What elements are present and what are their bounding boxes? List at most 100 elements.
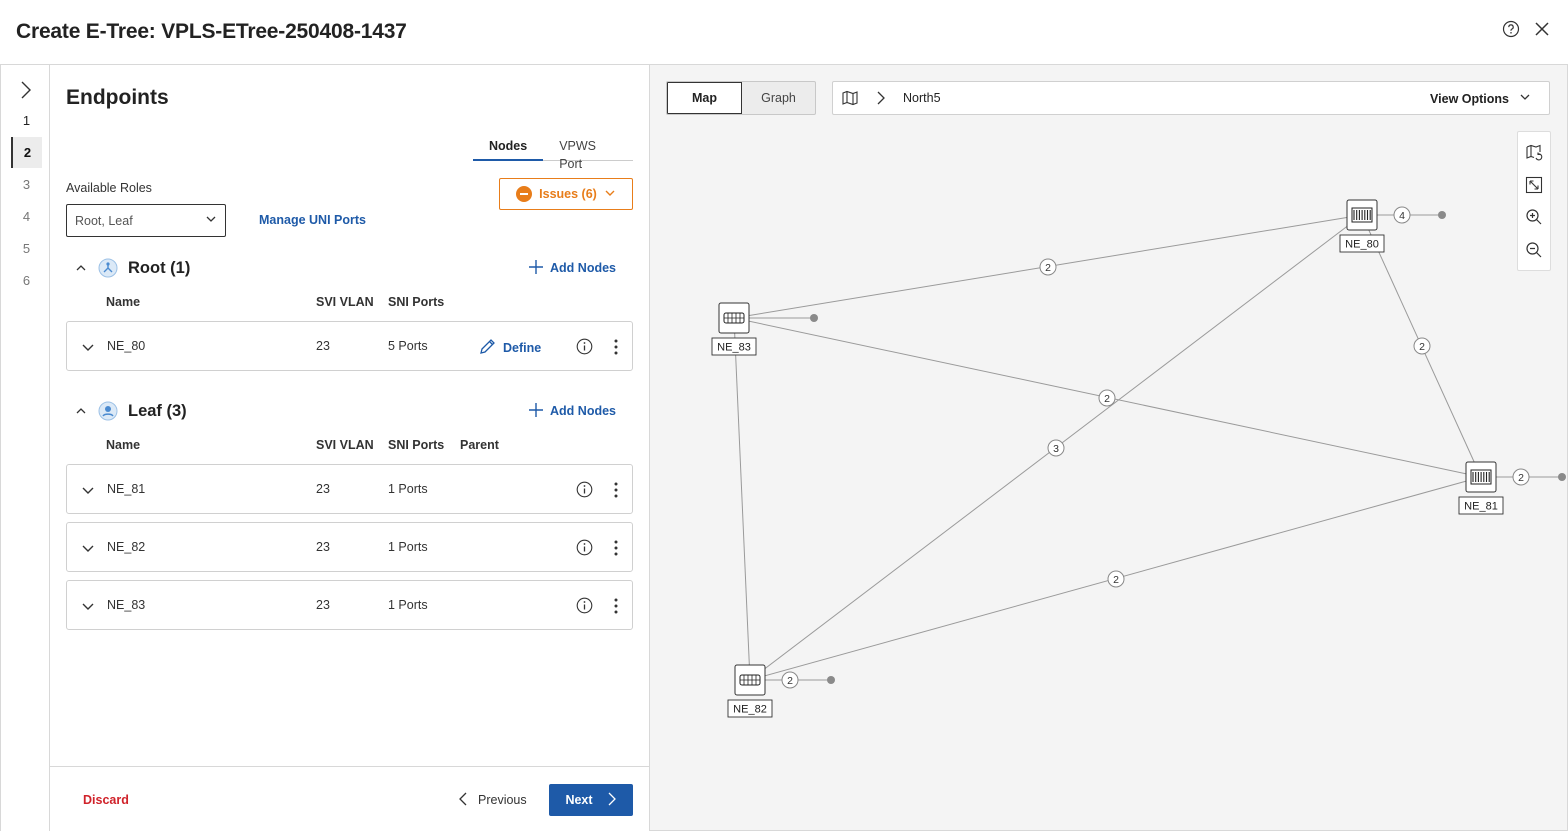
- more-vertical-icon[interactable]: [611, 338, 621, 356]
- expand-stepper-chevron-right-icon[interactable]: [15, 79, 37, 101]
- row-name: NE_80: [107, 339, 146, 353]
- node-label: NE_82: [733, 704, 767, 716]
- expand-chevron-down-icon[interactable]: [81, 599, 95, 613]
- endpoint-dot: [1438, 211, 1446, 219]
- more-vertical-icon[interactable]: [611, 539, 621, 557]
- link-count-circle: [781, 671, 799, 689]
- root-section-header: Root (1) Add Nodes: [74, 258, 616, 278]
- chassis-device-icon: [1470, 469, 1492, 485]
- dialog-title: Create E-Tree: VPLS-ETree-250408-1437: [16, 20, 407, 43]
- link-count-badge[interactable]: 2: [1098, 389, 1116, 407]
- wizard-stepper: 1 2 3 4 5 6: [0, 65, 50, 831]
- network-node-ne-83[interactable]: NE_83: [711, 302, 757, 356]
- info-icon[interactable]: [576, 597, 593, 614]
- router-device-icon: [723, 312, 745, 324]
- row-name: NE_83: [107, 598, 146, 612]
- table-row: NE_82 23 1 Ports: [66, 522, 633, 572]
- row-svi-vlan: 23: [316, 339, 330, 353]
- row-sni-ports: 1 Ports: [388, 482, 428, 496]
- add-nodes-label: Add Nodes: [550, 261, 616, 275]
- map-icon[interactable]: [842, 90, 858, 111]
- root-col-svi-vlan: SVI VLAN: [316, 295, 374, 309]
- expand-chevron-down-icon[interactable]: [81, 541, 95, 555]
- leaf-col-svi-vlan: SVI VLAN: [316, 438, 374, 452]
- breadcrumb-current[interactable]: North5: [903, 91, 941, 105]
- endpoints-tabs: Nodes VPWS Port: [473, 137, 633, 171]
- available-roles-value: Root, Leaf: [75, 213, 133, 228]
- link-count-badge[interactable]: 2: [1107, 570, 1125, 588]
- link-count-label: 2: [1113, 574, 1119, 586]
- plus-icon: [528, 259, 544, 278]
- tab-vpws-port[interactable]: VPWS Port: [559, 139, 597, 171]
- zoom-out-icon[interactable]: [1525, 241, 1543, 259]
- previous-button[interactable]: Previous: [450, 784, 535, 816]
- define-label: Define: [503, 341, 542, 355]
- row-sni-ports: 1 Ports: [388, 540, 428, 554]
- more-vertical-icon[interactable]: [611, 481, 621, 499]
- previous-label: Previous: [478, 793, 527, 807]
- collapse-chevron-up-icon[interactable]: [74, 261, 88, 275]
- network-node-ne-80[interactable]: NE_80: [1339, 199, 1385, 253]
- fit-to-screen-icon[interactable]: [1525, 176, 1543, 194]
- step-2[interactable]: 2: [11, 137, 42, 168]
- link-count-circle: [1047, 439, 1065, 457]
- available-roles-select[interactable]: Root, Leaf: [66, 204, 226, 237]
- more-vertical-icon[interactable]: [611, 597, 621, 615]
- endpoints-heading: Endpoints: [66, 86, 169, 109]
- network-node-ne-82[interactable]: NE_82: [727, 664, 773, 718]
- node-label-box: [711, 337, 757, 356]
- link-count-circle: [1413, 337, 1431, 355]
- link-count-badge[interactable]: 2: [1039, 258, 1057, 276]
- tab-nodes[interactable]: Nodes: [473, 137, 544, 161]
- network-node-ne-81[interactable]: NE_81: [1458, 461, 1504, 515]
- map-view-button[interactable]: Map: [667, 82, 742, 114]
- link-count-badge[interactable]: 3: [1047, 439, 1065, 457]
- step-5[interactable]: 5: [22, 241, 31, 256]
- leaf-section-header: Leaf (3) Add Nodes: [74, 401, 616, 421]
- step-3[interactable]: 3: [22, 177, 31, 192]
- stub-count-badge[interactable]: 2: [781, 671, 799, 689]
- next-button[interactable]: Next: [549, 784, 633, 816]
- root-section-title: Root (1): [128, 258, 191, 277]
- info-icon[interactable]: [576, 338, 593, 355]
- wizard-footer: Discard Previous Next: [50, 766, 649, 831]
- define-button[interactable]: Define: [479, 338, 541, 358]
- leaf-col-parent: Parent: [460, 438, 499, 452]
- leaf-col-sni-ports: SNI Ports: [388, 438, 445, 452]
- info-icon[interactable]: [576, 539, 593, 556]
- stub-count-badge[interactable]: 2: [1512, 468, 1530, 486]
- info-icon[interactable]: [576, 481, 593, 498]
- table-row: NE_80 23 5 Ports Define: [66, 321, 633, 371]
- collapse-chevron-up-icon[interactable]: [74, 404, 88, 418]
- zoom-in-icon[interactable]: [1525, 208, 1543, 226]
- expand-chevron-down-icon[interactable]: [81, 340, 95, 354]
- root-add-nodes-button[interactable]: Add Nodes: [528, 259, 616, 278]
- issues-button[interactable]: Issues (6): [499, 178, 633, 210]
- manage-uni-ports-link[interactable]: Manage UNI Ports: [259, 213, 366, 227]
- view-options-dropdown[interactable]: View Options: [1430, 91, 1531, 106]
- router-device-icon: [739, 674, 761, 686]
- node-label-box: [1339, 234, 1385, 253]
- graph-view-button[interactable]: Graph: [761, 91, 796, 105]
- expand-chevron-down-icon[interactable]: [81, 483, 95, 497]
- row-sni-ports: 1 Ports: [388, 598, 428, 612]
- root-col-sni-ports: SNI Ports: [388, 295, 445, 309]
- endpoint-dot: [827, 676, 835, 684]
- endpoints-panel: Endpoints Nodes VPWS Port Available Role…: [50, 65, 650, 831]
- step-1[interactable]: 1: [22, 113, 31, 128]
- link-count-label: 2: [1045, 262, 1051, 274]
- node-label: NE_81: [1464, 501, 1498, 513]
- help-icon[interactable]: [1502, 20, 1520, 38]
- link-count-badge[interactable]: 2: [1413, 337, 1431, 355]
- row-name: NE_82: [107, 540, 146, 554]
- discard-button[interactable]: Discard: [83, 793, 129, 807]
- leaf-add-nodes-button[interactable]: Add Nodes: [528, 402, 616, 421]
- stub-count-badge[interactable]: 4: [1393, 206, 1411, 224]
- close-icon[interactable]: [1534, 21, 1550, 37]
- dialog-titlebar: Create E-Tree: VPLS-ETree-250408-1437: [0, 0, 1568, 65]
- step-6[interactable]: 6: [22, 273, 31, 288]
- map-refresh-icon[interactable]: [1525, 143, 1543, 161]
- step-4[interactable]: 4: [22, 209, 31, 224]
- link-count-circle: [1107, 570, 1125, 588]
